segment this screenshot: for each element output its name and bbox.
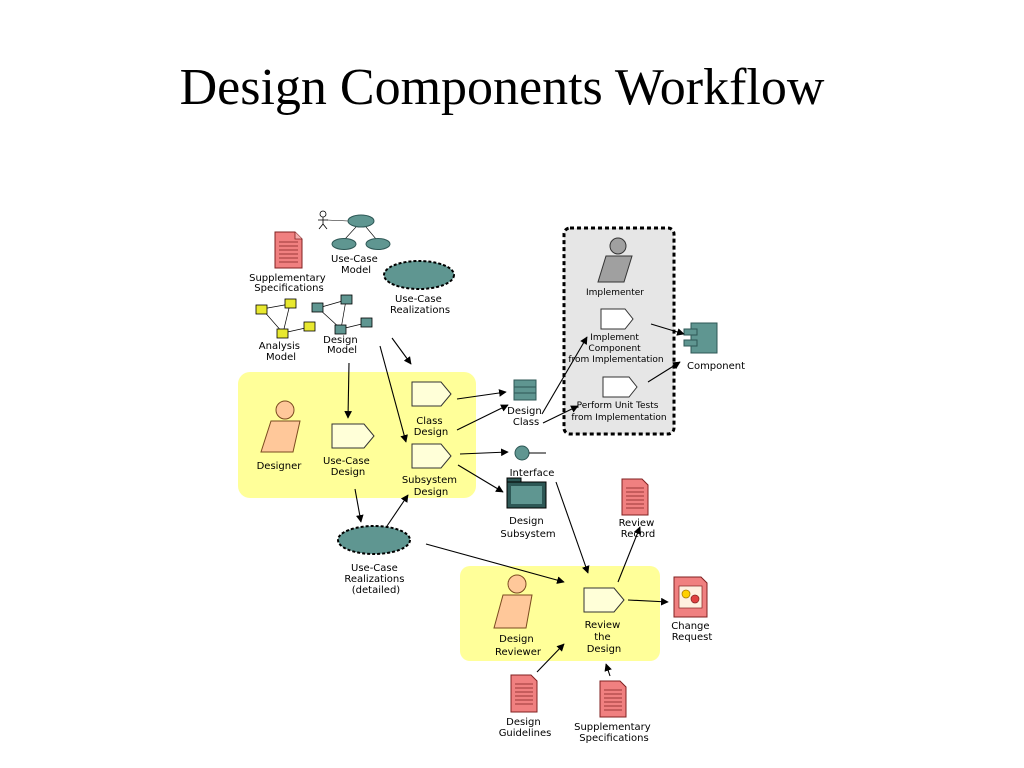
reviewer-lane bbox=[460, 566, 660, 661]
implement-component-activity-icon bbox=[600, 308, 634, 330]
use-case-model-icon bbox=[318, 210, 391, 250]
design-guidelines-document-icon bbox=[510, 674, 538, 713]
design-subsystem-icon bbox=[506, 477, 547, 509]
design-reviewer-icon bbox=[493, 574, 533, 629]
component-label: Component bbox=[687, 361, 745, 372]
perform-unit-tests-label: Perform Unit Tests from Implementation bbox=[571, 401, 666, 423]
use-case-model-label: Use-Case Model bbox=[331, 254, 381, 276]
designer-label: Designer bbox=[257, 461, 303, 472]
design-guidelines-label: Design Guidelines bbox=[499, 717, 552, 739]
subsystem-design-label: Subsystem Design bbox=[402, 475, 460, 498]
use-case-realization-detailed-icon bbox=[337, 525, 411, 555]
change-request-icon bbox=[673, 576, 708, 618]
flow-arrows bbox=[344, 323, 685, 677]
designer-icon bbox=[260, 400, 301, 453]
class-design-activity-icon bbox=[411, 381, 452, 407]
review-design-label: Review the Design bbox=[585, 620, 624, 655]
implement-component-label: Implement Component from Implementation bbox=[568, 333, 663, 365]
design-model-label: Design Model bbox=[323, 335, 361, 356]
document-icon bbox=[599, 680, 627, 718]
design-class-label: Design Class bbox=[507, 406, 545, 428]
slide-title: Design Components Workflow bbox=[179, 59, 825, 116]
review-record-label: Review Record bbox=[619, 518, 658, 540]
use-case-realization-icon bbox=[383, 260, 455, 290]
supplementary-specifications-label: Supplementary Specifications bbox=[249, 273, 329, 294]
component-icon bbox=[683, 322, 718, 354]
use-case-realizations-label: Use-Case Realizations bbox=[390, 294, 450, 316]
implementer-icon bbox=[597, 237, 633, 283]
document-icon bbox=[274, 231, 303, 269]
change-request-label: Change Request bbox=[671, 621, 712, 643]
interface-label: Interface bbox=[510, 468, 555, 479]
analysis-model-label: Analysis Model bbox=[259, 341, 303, 363]
class-design-label: Class Design bbox=[414, 416, 449, 438]
design-subsystem-label: Design Subsystem bbox=[500, 516, 555, 540]
design-class-icon bbox=[513, 379, 537, 401]
design-model-icon bbox=[311, 294, 373, 335]
perform-unit-tests-activity-icon bbox=[602, 376, 638, 398]
analysis-model-icon bbox=[255, 298, 316, 339]
design-reviewer-label: Design Reviewer bbox=[495, 634, 542, 658]
review-design-activity-icon bbox=[583, 587, 625, 613]
use-case-design-label: Use-Case Design bbox=[323, 456, 373, 478]
implementer-label: Implementer bbox=[586, 288, 644, 298]
supplementary-specifications-bottom-label: Supplementary Specifications bbox=[574, 722, 654, 744]
interface-icon bbox=[514, 445, 546, 461]
subsystem-design-activity-icon bbox=[411, 443, 452, 469]
use-case-design-activity-icon bbox=[331, 423, 375, 449]
use-case-realizations-detailed-label: Use-Case Realizations (detailed) bbox=[344, 563, 407, 596]
review-record-document-icon bbox=[621, 478, 649, 516]
